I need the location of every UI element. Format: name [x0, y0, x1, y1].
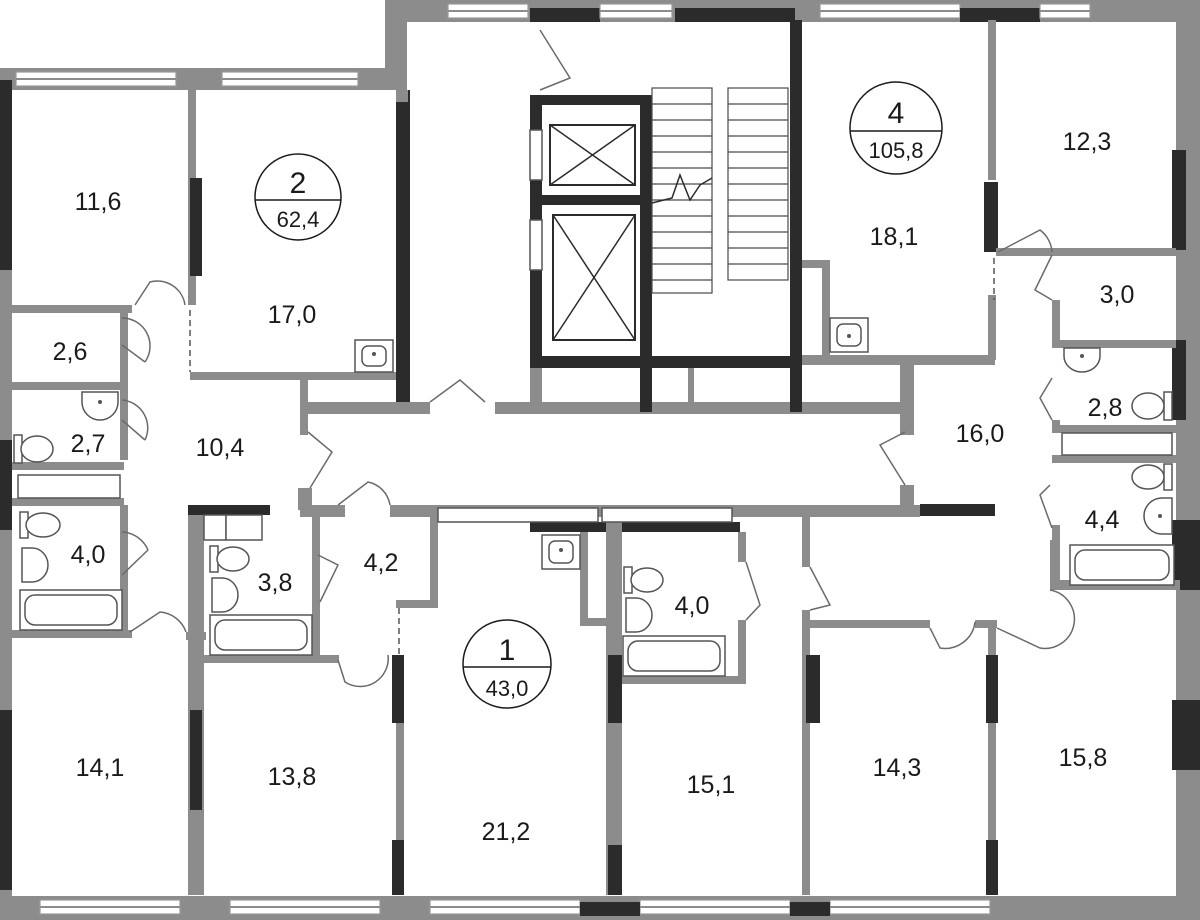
- bathtub-icon: [1069, 544, 1175, 586]
- sink-icon: [829, 317, 869, 353]
- room-area: 2,6: [53, 338, 88, 366]
- toilet-icon: [19, 511, 61, 539]
- bathtub-icon: [19, 589, 123, 631]
- utility-box: [1061, 432, 1173, 456]
- sink-icon: [625, 597, 653, 633]
- room-area: 4,0: [71, 541, 106, 569]
- toilet-icon: [13, 434, 54, 464]
- sink-icon: [211, 577, 239, 613]
- sink-icon: [21, 547, 49, 583]
- room-area: 13,8: [268, 763, 317, 791]
- bathtub-icon: [622, 635, 726, 677]
- sink-icon: [1143, 497, 1173, 535]
- sink-icon: [81, 391, 119, 421]
- apartment-badge-2: 2 62,4: [254, 153, 342, 241]
- toilet-icon: [623, 566, 664, 594]
- room-area: 21,2: [482, 818, 531, 846]
- room-area: 17,0: [268, 301, 317, 329]
- glazing: [437, 507, 599, 523]
- room-area: 11,6: [75, 188, 122, 216]
- sink-icon: [354, 339, 394, 373]
- toilet-icon: [1131, 391, 1173, 421]
- bathtub-icon: [209, 614, 313, 656]
- apartment-number: 1: [499, 634, 516, 667]
- room-area: 3,0: [1100, 281, 1135, 309]
- room-area: 15,8: [1059, 744, 1108, 772]
- sink-icon: [541, 534, 581, 570]
- room-area: 2,7: [71, 430, 106, 458]
- elevator-shaft-1: [529, 124, 636, 186]
- utility-box: [17, 474, 121, 499]
- room-area: 10,4: [196, 434, 245, 462]
- room-area: 18,1: [870, 223, 919, 251]
- apartment-area: 105,8: [868, 138, 923, 163]
- utility-box: [225, 514, 263, 541]
- apartment-badge-4: 4 105,8: [849, 81, 943, 175]
- room-area: 15,1: [687, 771, 736, 799]
- room-area: 3,8: [258, 569, 293, 597]
- room-area: 2,8: [1088, 394, 1123, 422]
- toilet-icon: [1131, 463, 1173, 491]
- room-area: 4,4: [1085, 506, 1120, 534]
- room-labels: 11,6 17,0 2,6 2,7 10,4 4,0 14,1 3,8 4,2 …: [53, 128, 1135, 846]
- glazing: [601, 507, 733, 523]
- apartment-area: 62,4: [277, 207, 320, 232]
- room-area: 4,0: [675, 592, 710, 620]
- utility-box: [203, 514, 227, 541]
- apartment-area: 43,0: [486, 676, 529, 701]
- stair-icon: [651, 87, 789, 294]
- room-area: 4,2: [364, 549, 399, 577]
- apartment-badge-1: 1 43,0: [462, 619, 552, 709]
- room-area: 16,0: [956, 420, 1005, 448]
- toilet-icon: [209, 545, 250, 573]
- room-area: 14,1: [76, 754, 125, 782]
- elevator-shaft-2: [529, 214, 636, 341]
- apartment-number: 4: [888, 97, 905, 130]
- room-area: 14,3: [873, 754, 922, 782]
- door-swing-icon: [121, 29, 1076, 688]
- apartment-number: 2: [290, 167, 307, 200]
- sink-icon: [1063, 347, 1101, 373]
- room-area: 12,3: [1063, 128, 1112, 156]
